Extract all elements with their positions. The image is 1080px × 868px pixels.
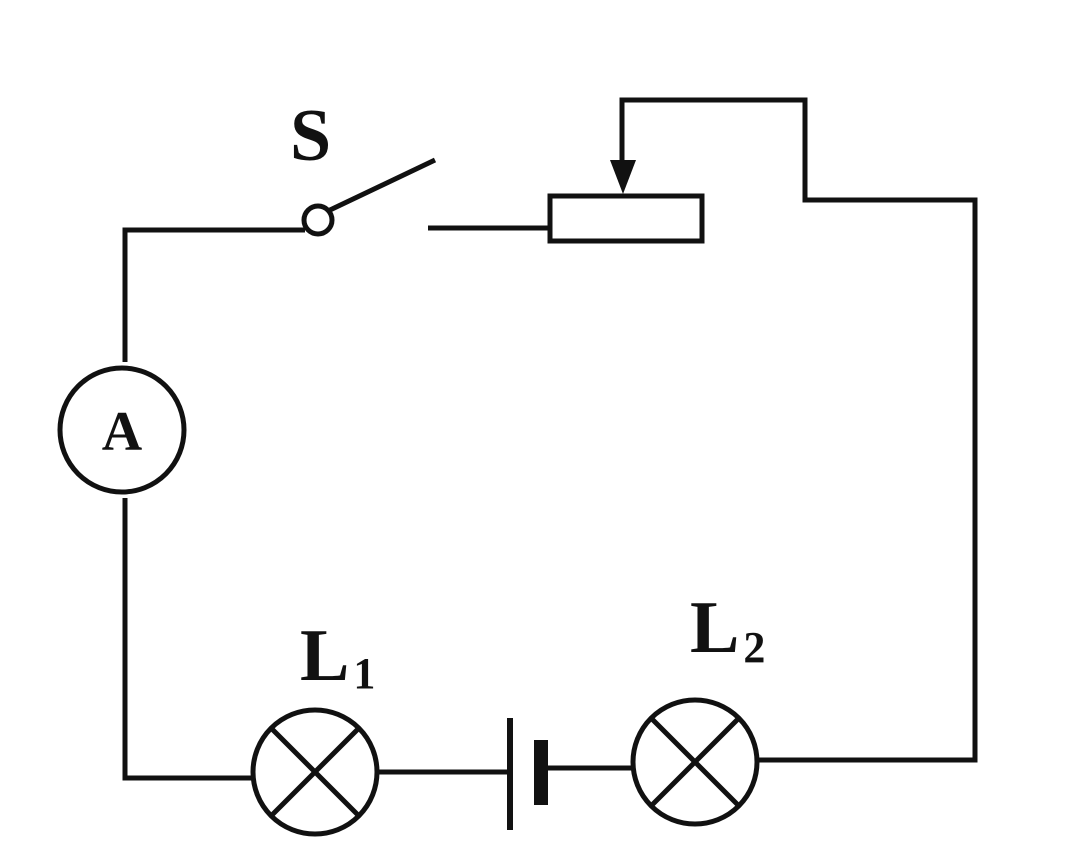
rheostat [547, 160, 705, 244]
battery-icon [507, 718, 548, 830]
rheostat-body [547, 193, 705, 244]
switch-s [301, 157, 437, 237]
lamp-l2 [630, 697, 760, 827]
lamp-l2-label: L 2 [690, 587, 765, 672]
lamp-l1-cross-b [269, 726, 361, 818]
wire-left-top [122, 227, 305, 362]
lamp-l1-subscript: 1 [353, 649, 375, 698]
lamp-l2-subscript: 2 [743, 623, 765, 672]
lamp-l1-letter: L [300, 615, 349, 697]
switch-pivot [301, 203, 335, 237]
lamp-l1 [250, 707, 380, 837]
ammeter: A [57, 365, 187, 495]
ammeter-label: A [102, 401, 143, 463]
lamp-l1-label: L 1 [300, 615, 375, 698]
switch-label: S [290, 95, 331, 177]
wire-right [619, 97, 978, 763]
wire-left-bottom [122, 498, 253, 781]
ammeter-circle [57, 365, 187, 495]
switch-blade [328, 157, 437, 213]
lamp-l2-letter: L [690, 587, 739, 669]
rheostat-slider-arrow-icon [610, 160, 636, 194]
lamp-l2-cross-b [649, 716, 741, 808]
